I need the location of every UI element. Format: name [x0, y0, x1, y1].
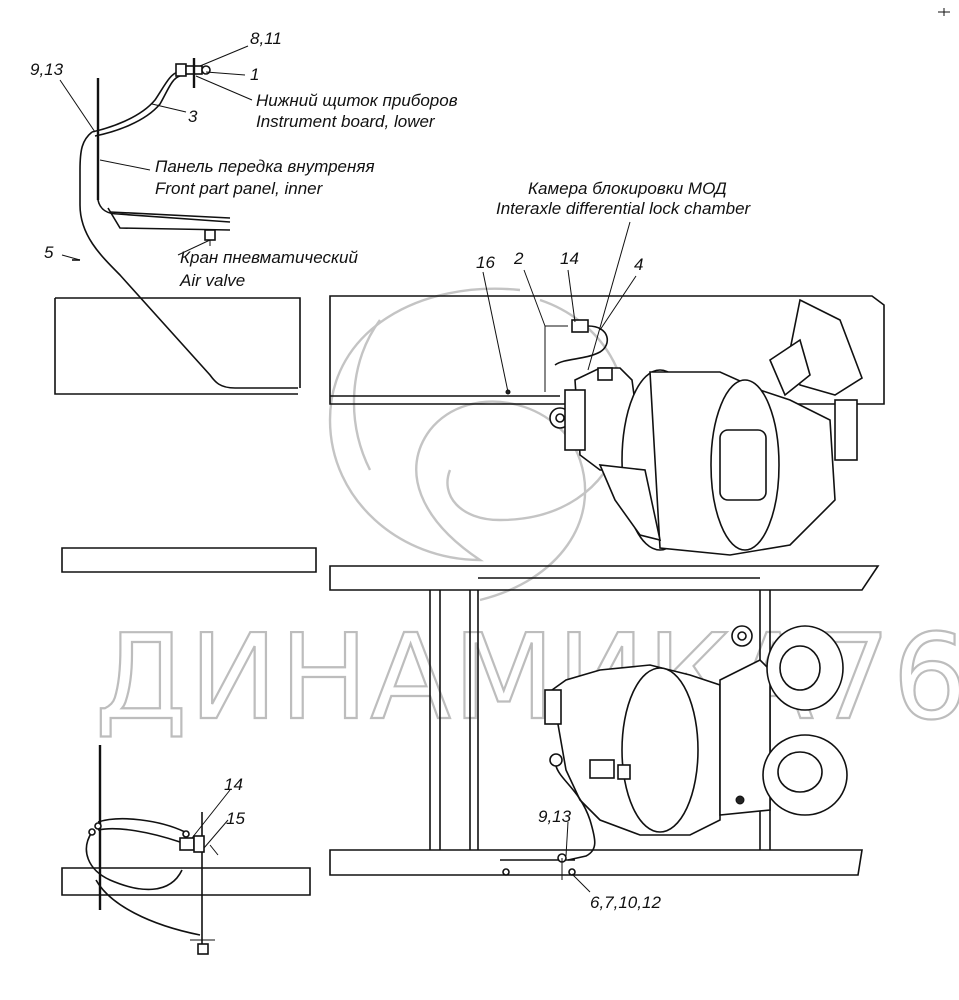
callout-5: 5 — [44, 243, 54, 262]
callout-4: 4 — [634, 255, 643, 274]
leaders-lower — [565, 821, 591, 893]
upper-gearbox — [549, 298, 863, 556]
upper-frame-rail — [54, 295, 885, 405]
caption-front-panel-en: Front part panel, inner — [155, 179, 324, 198]
callout-1: 1 — [250, 65, 259, 84]
callout-3: 3 — [188, 107, 198, 126]
watermark-logo-icon — [328, 287, 627, 602]
caption-air-valve-en: Air valve — [179, 271, 245, 290]
caption-front-panel-ru: Панель передка внутреняя — [155, 157, 375, 176]
callout-2: 2 — [513, 249, 524, 268]
leaders-lower-left — [191, 789, 231, 856]
leaders-upper-gearbox — [482, 221, 637, 395]
callout-8-11: 8,11 — [250, 29, 282, 48]
caption-lock-chamber-en: Interaxle differential lock chamber — [496, 199, 752, 218]
lower-left-valve-assembly — [85, 745, 215, 955]
callout-15: 15 — [226, 809, 245, 828]
callout-6-7-10-12: 6,7,10,12 — [590, 893, 661, 912]
caption-air-valve-ru: Кран пневматический — [180, 248, 358, 267]
callout-9-13-top: 9,13 — [30, 60, 64, 79]
callout-14-top: 14 — [560, 249, 579, 268]
callout-16: 16 — [476, 253, 495, 272]
corner-mark-icon — [938, 8, 950, 16]
callout-14-bottom: 14 — [224, 775, 243, 794]
callout-9-13-bottom: 9,13 — [538, 807, 572, 826]
lower-gearbox — [544, 625, 848, 861]
caption-lock-chamber-ru: Камера блокировки МОД — [528, 179, 727, 198]
caption-instrument-board-ru: Нижний щиток приборов — [256, 91, 458, 110]
caption-instrument-board-en: Instrument board, lower — [256, 112, 436, 131]
lower-frame-rail — [61, 849, 863, 896]
leaders-top-left — [59, 45, 253, 261]
